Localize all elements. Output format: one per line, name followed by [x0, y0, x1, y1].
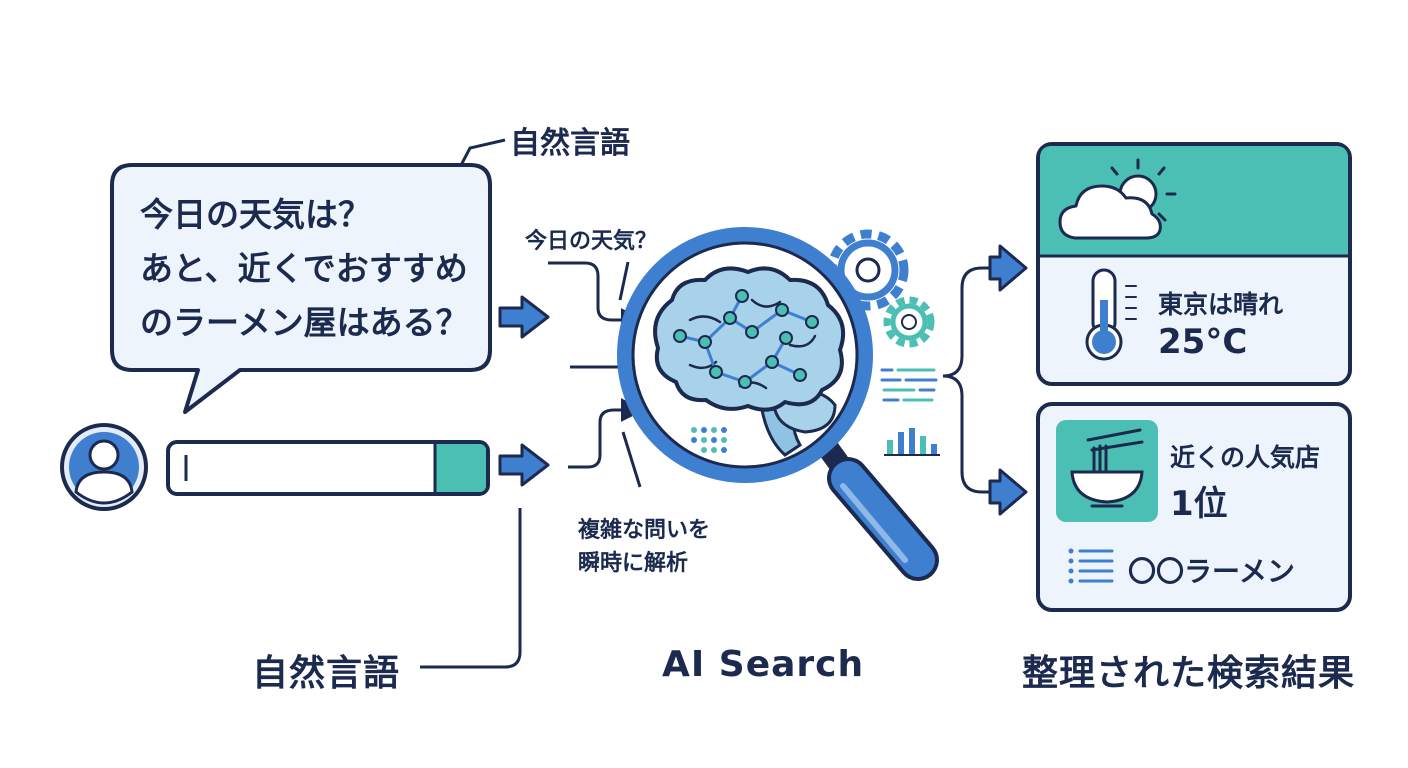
gear-small-icon — [883, 296, 935, 348]
search-input[interactable] — [196, 452, 428, 486]
ramen-shop-name: 〇〇ラーメン — [1128, 555, 1295, 588]
block-arrow-lower — [498, 443, 550, 487]
thermometer-icon — [1085, 268, 1137, 361]
brain-icon — [653, 266, 845, 457]
list-icon — [1068, 548, 1114, 584]
analysis-caption-line-2: 瞬時に解析 — [578, 551, 689, 576]
organized-results-label: 整理された検索結果 — [1022, 653, 1356, 694]
bottom-connector-line — [420, 508, 522, 669]
ramen-rank: 1位 — [1170, 484, 1228, 524]
query-snippet: 今日の天気？ — [525, 229, 658, 254]
branch-arrows — [942, 266, 995, 494]
bubble-line-1: 今日の天気は？ — [140, 195, 371, 234]
cloud-sun-icon — [1058, 158, 1177, 240]
data-dots — [691, 427, 727, 453]
bottom-natural-language-label: 自然言語 — [252, 653, 401, 694]
arrow-icon — [988, 244, 1028, 516]
user-avatar-icon — [60, 423, 148, 511]
ai-search-label: AI Search — [662, 644, 865, 685]
weather-condition: 東京は晴れ — [1158, 290, 1284, 319]
ramen-bowl-icon — [1070, 428, 1144, 508]
ramen-rank-label: 近くの人気店 — [1170, 443, 1321, 472]
bubble-line-2: あと、近くでおすすめ — [140, 249, 468, 288]
bubble-line-3: のラーメン屋はある？ — [140, 303, 469, 342]
top-natural-language-label: 自然言語 — [510, 126, 630, 161]
analysis-caption-line-1: 複雑な問いを — [578, 518, 711, 543]
bar-chart-icon — [884, 428, 940, 456]
speech-bubble-shape — [110, 163, 492, 414]
weather-temperature: 25°C — [1158, 322, 1248, 362]
data-lines-icon — [880, 368, 938, 402]
block-arrow-upper — [498, 295, 550, 339]
magnifier-handle — [811, 429, 939, 581]
